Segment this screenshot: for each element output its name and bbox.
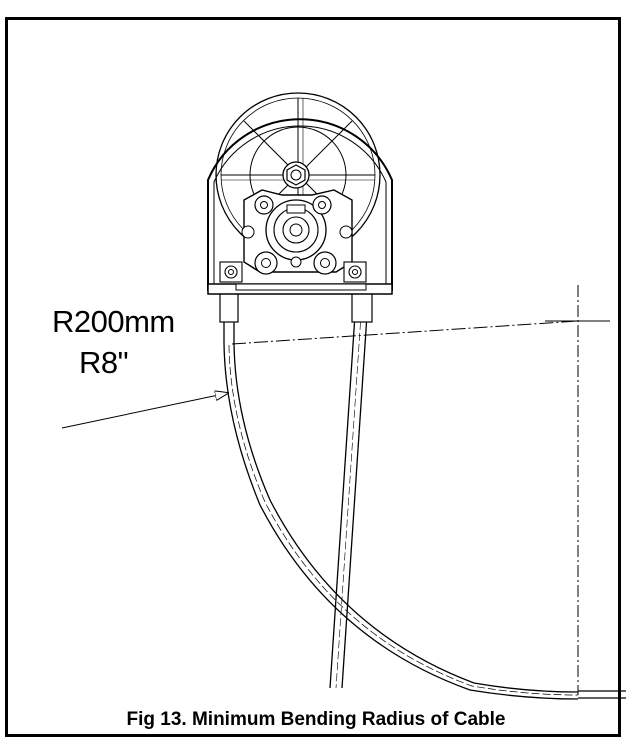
left-cable-ferrule bbox=[219, 291, 239, 323]
straight-cable-right bbox=[341, 299, 369, 689]
bent-cable-outer bbox=[223, 300, 579, 700]
straight-cable-center bbox=[335, 299, 363, 689]
figure-caption: Fig 13. Minimum Bending Radius of Cable bbox=[126, 709, 506, 730]
straight-cable-left bbox=[329, 299, 357, 689]
bent-cable-inner bbox=[233, 300, 579, 693]
reel-housing bbox=[207, 92, 393, 295]
bent-cable-centerline bbox=[228, 344, 579, 696]
radius-pointer-arrow bbox=[61, 393, 228, 429]
radius-metric-label: R200mm bbox=[52, 304, 175, 339]
right-cable-ferrule bbox=[351, 291, 373, 323]
radius-dimension-line bbox=[231, 320, 579, 345]
radius-imperial-label: R8" bbox=[79, 345, 129, 380]
